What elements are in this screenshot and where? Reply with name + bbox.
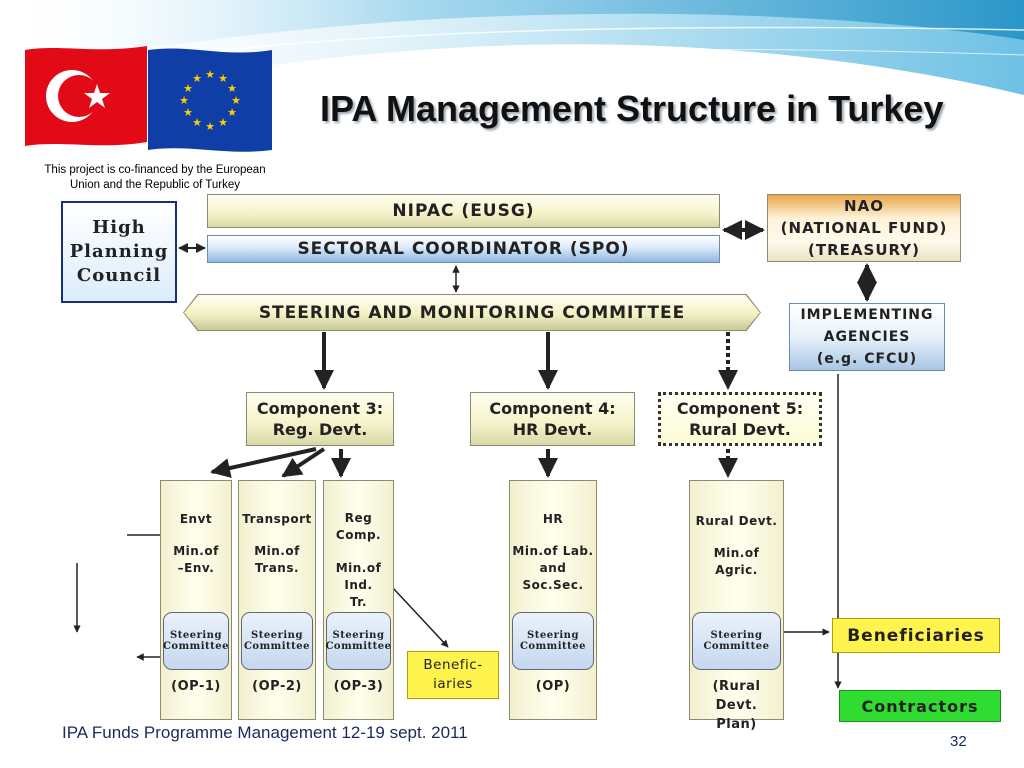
ministry-line: Min.of xyxy=(254,544,300,558)
beneficiaries-small-box: Benefic- iaries xyxy=(407,651,499,699)
op-column-reg-comp: Reg Comp. Min.of Ind. Tr. Steering Commi… xyxy=(323,480,394,720)
svg-text:★: ★ xyxy=(205,120,215,133)
steering-line: Steering xyxy=(527,630,579,641)
column-title: Envt xyxy=(179,512,213,526)
beneficiaries-small-line-2: iaries xyxy=(433,676,473,692)
svg-text:★: ★ xyxy=(179,94,189,107)
op-label: (OP-1) xyxy=(171,679,221,694)
steering-line: Steering xyxy=(170,630,222,641)
ministry-line: Min.of xyxy=(713,546,760,560)
steering-line: Steering xyxy=(710,630,763,641)
component-3-title: Component 3: xyxy=(256,399,384,418)
nao-box: NAO (NATIONAL FUND) (TREASURY) xyxy=(767,194,961,262)
steering-committee-box: Steering Committee xyxy=(325,612,392,670)
op-label: (OP-2) xyxy=(252,679,302,694)
nao-line-3: (TREASURY) xyxy=(808,241,920,259)
ministry-line: Min.of xyxy=(335,561,382,575)
steering-monitoring-committee-box: STEERING AND MONITORING COMMITTEE xyxy=(184,295,760,330)
op-column-transport: Transport Min.of Trans. Steering Committ… xyxy=(238,480,316,720)
header-wave-dark xyxy=(0,0,1024,70)
nipac-box: NIPAC (EUSG) xyxy=(207,194,720,228)
cofinance-note: This project is co-financed by the Europ… xyxy=(20,163,290,193)
column-title: Rural Devt. xyxy=(695,514,778,528)
op-column-envt: Envt Min.of –Env. Steering Committee (OP… xyxy=(160,480,232,720)
ministry-line: Min.of xyxy=(173,544,219,558)
nao-line-1: NAO xyxy=(844,197,884,215)
beneficiaries-small-line-1: Benefic- xyxy=(423,657,483,673)
page-number: 32 xyxy=(950,733,967,750)
beneficiaries-box: Beneficiaries xyxy=(832,618,1000,653)
steering-committee-box: Steering Committee xyxy=(692,612,781,670)
column-title-2: Comp. xyxy=(335,528,382,542)
svg-text:★: ★ xyxy=(183,106,193,119)
steering-committee-box: Steering Committee xyxy=(241,612,313,670)
high-planning-council-box: High Planning Council xyxy=(61,201,177,303)
svg-text:★: ★ xyxy=(218,72,228,85)
steering-line: Committee xyxy=(243,641,311,652)
column-title: Reg xyxy=(344,511,373,525)
steering-line: Committee xyxy=(325,641,392,652)
cofinance-line-2: Union and the Republic of Turkey xyxy=(69,179,241,191)
svg-text:★: ★ xyxy=(218,116,228,129)
component-5-subtitle: Rural Devt. xyxy=(689,420,791,439)
ministry-line: –Env. xyxy=(177,561,215,575)
steering-committee-box: Steering Committee xyxy=(512,612,594,670)
eu-flag-icon: ★★★ ★★★ ★★★ ★★★ xyxy=(148,48,272,152)
steering-committee-box: Steering Committee xyxy=(163,612,229,670)
contractors-box: Contractors xyxy=(839,690,1001,722)
impl-line-3: (e.g. CFCU) xyxy=(816,351,918,367)
op-column-rural-devt: Rural Devt. Min.of Agric. Steering Commi… xyxy=(689,480,784,732)
component-5-title: Component 5: xyxy=(676,399,804,418)
steering-line: Committee xyxy=(703,641,770,652)
svg-text:★: ★ xyxy=(183,82,193,95)
column-title: Transport xyxy=(242,512,312,526)
nao-line-2: (NATIONAL FUND) xyxy=(780,219,948,237)
svg-text:★: ★ xyxy=(227,106,237,119)
svg-text:★: ★ xyxy=(227,82,237,95)
component-5-box: Component 5: Rural Devt. xyxy=(658,392,822,446)
op-label-line: (Rural Devt. xyxy=(712,679,761,713)
op-column-hr: HR Min.of Lab. and Soc.Sec. Steering Com… xyxy=(509,480,597,720)
steering-line: Committee xyxy=(519,641,587,652)
sectoral-coordinator-box: SECTORAL COORDINATOR (SPO) xyxy=(207,235,720,263)
hpc-line-2: Planning xyxy=(69,241,169,262)
ministry-line: Tr. xyxy=(349,595,368,609)
component-3-box: Component 3: Reg. Devt. xyxy=(246,392,394,446)
turkey-flag-icon xyxy=(25,46,147,146)
page-title: IPA Management Structure in Turkey xyxy=(320,88,944,129)
footer-text: IPA Funds Programme Management 12-19 sep… xyxy=(62,723,468,742)
ministry-line: Min.of Lab. xyxy=(512,544,594,558)
impl-line-1: IMPLEMENTING xyxy=(800,307,934,323)
ministry-line: Trans. xyxy=(254,561,300,575)
op-label: (OP) xyxy=(535,679,571,694)
hpc-line-3: Council xyxy=(76,265,162,286)
svg-text:★: ★ xyxy=(205,68,215,81)
svg-text:★: ★ xyxy=(192,116,202,129)
ministry-line: Agric. xyxy=(715,563,758,577)
steering-line: Committee xyxy=(162,641,230,652)
component-3-subtitle: Reg. Devt. xyxy=(272,420,368,439)
steering-line: Steering xyxy=(251,630,303,641)
impl-line-2: AGENCIES xyxy=(823,329,911,345)
steering-line: Steering xyxy=(332,630,385,641)
ministry-line: Soc.Sec. xyxy=(522,578,584,592)
implementing-agencies-box: IMPLEMENTING AGENCIES (e.g. CFCU) xyxy=(789,303,945,371)
svg-text:★: ★ xyxy=(192,72,202,85)
op-label: (Rural Devt. Plan) xyxy=(690,677,783,734)
hpc-line-1: High xyxy=(92,217,146,238)
op-label: (OP-3) xyxy=(333,679,384,694)
column-title: HR xyxy=(542,512,564,526)
ministry-line: and xyxy=(539,561,567,575)
cofinance-line-1: This project is co-financed by the Europ… xyxy=(44,164,266,176)
svg-text:★: ★ xyxy=(231,94,241,107)
component-4-box: Component 4: HR Devt. xyxy=(470,392,635,446)
component-4-subtitle: HR Devt. xyxy=(512,420,593,439)
ministry-line: Ind. xyxy=(344,578,373,592)
component-4-title: Component 4: xyxy=(489,399,616,418)
op-label-line: Plan) xyxy=(716,717,757,732)
